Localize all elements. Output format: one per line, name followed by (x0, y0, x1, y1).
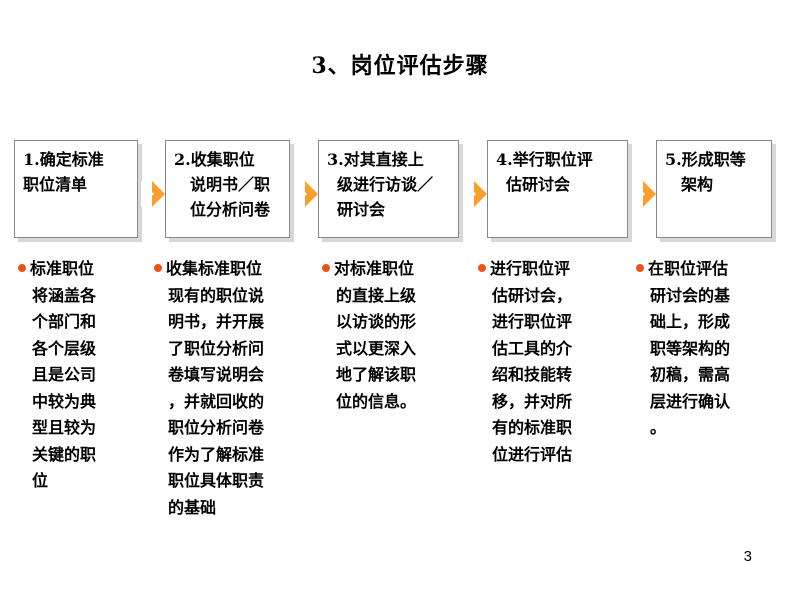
step-box-1: 1.确定标准 职位清单 (14, 140, 138, 238)
page-number: 3 (743, 548, 752, 565)
arrow-right-icon (463, 181, 487, 207)
step-description-1: 标准职位 将涵盖各 个部门和 各个层级 且是公司 中较为典 型且较为 关键的职 … (18, 256, 96, 495)
step-line: 说明书／职 (190, 175, 271, 194)
step-description-5: 在职位评估 研讨会的基 础上，形成 职等架构的 初稿，需高 层进行确认 。 (636, 256, 730, 442)
step-line: 位分析问卷 (190, 200, 271, 219)
step-line: 级进行访谈／ (337, 175, 434, 194)
step-line: 4.举行职位评 (496, 150, 593, 169)
step-line: 5.形成职等 (665, 150, 746, 169)
arrow-right-icon (632, 181, 656, 207)
step-line: 估研讨会 (506, 175, 571, 194)
step-line: 职位清单 (23, 175, 88, 194)
bullet-icon (636, 264, 644, 272)
step-box-2: 2.收集职位 说明书／职 位分析问卷 (165, 140, 290, 238)
bullet-icon (18, 264, 26, 272)
step-line: 2.收集职位 (174, 150, 255, 169)
step-line: 架构 (681, 175, 714, 194)
step-box-5: 5.形成职等 架构 (656, 140, 772, 238)
page-title: 3、岗位评估步骤 (311, 53, 489, 79)
step-line: 研讨会 (337, 200, 386, 219)
step-description-3: 对标准职位 的直接上级 以访谈的形 式以更深入 地了解该职 位的信息。 (322, 256, 416, 415)
step-description-2: 收集标准职位 现有的职位说 明书，并开展 了职位分析问 卷填写说明会 ，并就回收… (154, 256, 264, 521)
step-box-3: 3.对其直接上 级进行访谈／ 研讨会 (318, 140, 459, 238)
step-line: 1.确定标准 (23, 150, 104, 169)
arrow-right-icon (294, 181, 318, 207)
step-box-4: 4.举行职位评 估研讨会 (487, 140, 628, 238)
bullet-icon (322, 264, 330, 272)
bullet-icon (478, 264, 486, 272)
step-line: 3.对其直接上 (327, 150, 424, 169)
step-description-4: 进行职位评 估研讨会， 进行职位评 估工具的介 绍和技能转 移，并对所 有的标准… (478, 256, 572, 468)
arrow-right-icon (141, 181, 165, 207)
bullet-icon (154, 264, 162, 272)
